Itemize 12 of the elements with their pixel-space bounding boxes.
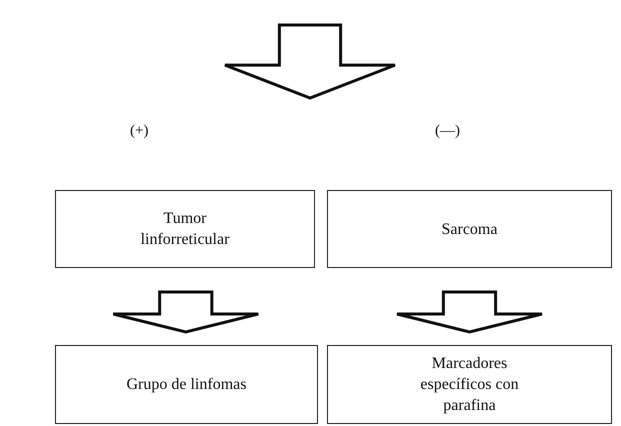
box-text: Sarcoma (442, 220, 498, 240)
text-box (327, 190, 612, 268)
text-box (327, 345, 612, 424)
box-text: Grupo de linfomas (126, 375, 246, 395)
block-arrow (112, 290, 260, 334)
text-box (55, 345, 318, 424)
box-text: Tumor linforreticular (140, 209, 230, 250)
text-box (55, 190, 315, 268)
branch-label: (—) (435, 122, 460, 141)
branch-label: (+) (130, 122, 148, 141)
block-arrow (396, 290, 544, 334)
box-text: Marcadores específicos con parafina (419, 354, 520, 416)
